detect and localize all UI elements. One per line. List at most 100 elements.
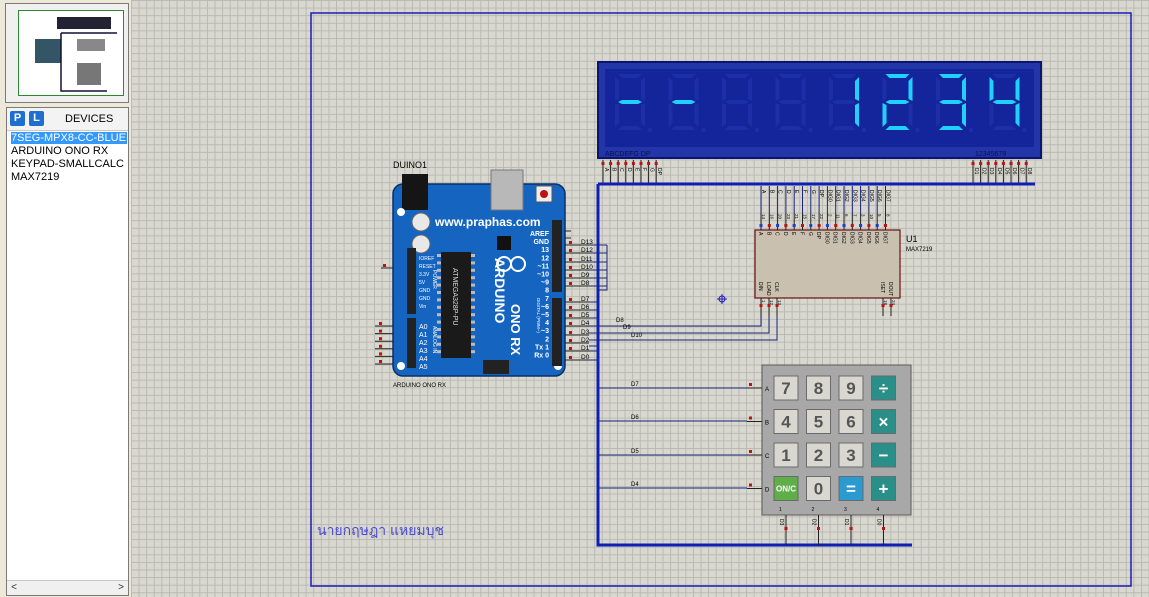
net-label: D6: [631, 415, 639, 421]
power-jack: [402, 174, 428, 210]
arduino-ref: DUINO1: [393, 160, 427, 170]
header-label: 12: [541, 255, 549, 262]
cursor-marker-icon: [717, 294, 727, 304]
max7219-pin-label: ISET: [879, 282, 885, 293]
key-face: [871, 476, 896, 501]
keypad-key[interactable]: 9: [838, 375, 864, 401]
segment-d: [885, 126, 910, 130]
horizontal-scrollbar[interactable]: < >: [7, 580, 128, 595]
sheet-border: [310, 12, 1132, 587]
overview-viewport[interactable]: [18, 10, 124, 96]
key-label: 2: [814, 446, 823, 465]
keypad-key[interactable]: +: [871, 476, 896, 501]
pin-dot: [994, 162, 998, 165]
header-label: ~5: [541, 312, 549, 319]
chip-pin: [471, 335, 475, 339]
chip-pin: [471, 350, 475, 354]
chip-pin: [437, 268, 441, 272]
chip-pin: [471, 313, 475, 317]
header-label: 13: [541, 247, 549, 254]
max7219-pin-label: DIG1: [832, 232, 838, 244]
pin-dot: [775, 304, 779, 307]
key-face: [806, 375, 831, 401]
segment-dp: [808, 127, 813, 133]
bus-wire-label: DIG0: [826, 190, 832, 202]
keypad-pin-number: 3: [844, 507, 847, 513]
segment-c: [641, 103, 645, 127]
keypad-key[interactable]: 3: [838, 442, 864, 468]
net-wire: [598, 245, 608, 291]
keypad-key[interactable]: −: [871, 442, 896, 468]
display-pin-label: D2: [981, 168, 987, 175]
max7219-pin-number: 22: [819, 214, 824, 220]
overview-window[interactable]: [5, 3, 129, 103]
device-item[interactable]: ARDUINO ONO RX: [11, 145, 109, 157]
keypad-key[interactable]: 5: [806, 409, 831, 434]
segment-a: [778, 74, 803, 78]
scroll-right-icon[interactable]: >: [118, 582, 124, 593]
seven-segment-display[interactable]: ABCDEFG DP 12345678: [597, 61, 1042, 159]
max7219-pin-number: 13: [777, 300, 782, 306]
segment-e: [882, 103, 887, 127]
keypad-key[interactable]: ×: [871, 409, 896, 434]
segment-g: [832, 100, 856, 104]
max7219-pin-number: 10: [869, 214, 874, 220]
keypad-key[interactable]: 1: [773, 442, 799, 468]
segment-f: [615, 77, 619, 101]
header-label: ~11: [538, 263, 550, 270]
atmega-chip: [441, 252, 471, 358]
pin-dot: [624, 162, 628, 165]
segment-d: [725, 126, 749, 130]
bus-wire-label: C: [777, 190, 783, 194]
keypad-key[interactable]: 7: [773, 375, 799, 401]
segment-b: [855, 77, 859, 101]
library-button[interactable]: L: [29, 111, 44, 126]
segment-d: [778, 126, 803, 130]
max7219-pin-label: C: [774, 232, 780, 236]
display-digit: [829, 74, 867, 133]
pin-dot: [759, 224, 763, 227]
device-item[interactable]: 7SEG-MPX8-CC-BLUE: [11, 132, 127, 144]
segment-a: [618, 74, 642, 78]
device-item[interactable]: MAX7219: [11, 171, 60, 183]
chip-pin: [437, 298, 441, 302]
digit-pin-label: 12345678: [975, 151, 1006, 158]
keypad-key[interactable]: ON/C: [773, 476, 799, 501]
net-label: D9: [623, 325, 631, 331]
keypad-key[interactable]: 4: [773, 409, 799, 434]
pick-devices-button[interactable]: P: [10, 111, 25, 126]
chip-pin: [437, 350, 441, 354]
keypad-key[interactable]: 6: [838, 409, 864, 434]
segment-d: [832, 126, 856, 130]
devices-header: P L DEVICES: [7, 108, 128, 131]
keypad-key[interactable]: 8: [806, 375, 831, 401]
keypad-key[interactable]: ÷: [871, 375, 896, 401]
keypad-key[interactable]: 2: [806, 442, 831, 468]
keypad-pin-label: A: [765, 387, 769, 393]
net-wire: [589, 244, 607, 287]
display-digit: [775, 74, 813, 133]
segment-b: [962, 77, 966, 101]
device-item[interactable]: KEYPAD-SMALLCALC: [11, 158, 124, 170]
analog-label: A2: [419, 340, 428, 347]
bus-wire-label: G: [810, 190, 816, 194]
pin-dot: [759, 304, 763, 307]
power-title: POWER: [431, 270, 437, 289]
analog-label: A1: [419, 332, 428, 339]
display-pin-label: D5: [1003, 168, 1009, 175]
arduino-board[interactable]: DUINO1 www.praphas.com ARDUINO ONO RX AT…: [392, 160, 566, 389]
max7219-chip[interactable]: A14AB16BC20CD23DE21EF15FG17GDP22DPDIG02D…: [754, 190, 933, 316]
keypad-key[interactable]: =: [838, 476, 864, 501]
mount-hole: [397, 208, 405, 216]
scroll-left-icon[interactable]: <: [11, 582, 17, 593]
max7219-pin-label: DOUT: [887, 282, 893, 296]
segment-g: [725, 100, 749, 104]
key-label: ON/C: [776, 485, 796, 494]
website-label: www.praphas.com: [434, 215, 541, 229]
keypad-key[interactable]: 0: [806, 476, 831, 501]
